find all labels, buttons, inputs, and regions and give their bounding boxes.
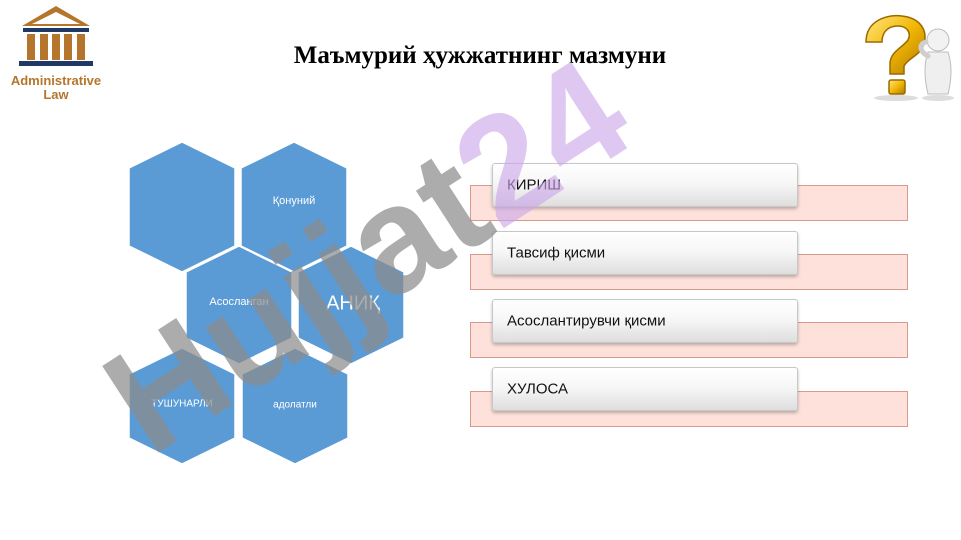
logo-text-line1: Administrative	[10, 73, 102, 88]
hexagon-1	[128, 141, 236, 273]
list-item-kirish: КИРИШ	[492, 163, 798, 207]
hexagon-4	[297, 245, 405, 365]
hexagon-6	[241, 347, 349, 465]
hexagon-5	[128, 347, 236, 465]
logo-text-line2: Law	[43, 87, 69, 102]
question-man-icon	[865, 14, 954, 101]
list-item-label: ХУЛОСА	[507, 380, 569, 398]
hexagon-6-label: адолатли	[273, 399, 317, 411]
list-item-xulosa: ХУЛОСА	[492, 367, 798, 411]
courthouse-icon	[19, 6, 93, 66]
hexagon-5-label: ТУШУНАРЛИ	[151, 398, 213, 410]
list-item-label: Тавсиф қисми	[507, 244, 606, 262]
hexagon-2	[240, 141, 348, 273]
hexagon-4-label: АНИҚ	[326, 292, 380, 315]
list-item-tavsif: Тавсиф қисми	[492, 231, 798, 275]
hexagon-2-label: Қонуний	[272, 195, 316, 207]
list-item-asoslantiruvchi: Асослантирувчи қисми	[492, 299, 798, 343]
hexagon-3-label: Асосланган	[209, 296, 269, 308]
list-item-label: Асослантирувчи қисми	[507, 312, 666, 330]
slide-title: Маъмурий ҳужжатнинг мазмуни	[293, 42, 667, 69]
hexagon-3	[185, 245, 293, 365]
list-item-label: КИРИШ	[507, 176, 562, 194]
administrative-law-logo: Administrative Law	[6, 4, 106, 104]
